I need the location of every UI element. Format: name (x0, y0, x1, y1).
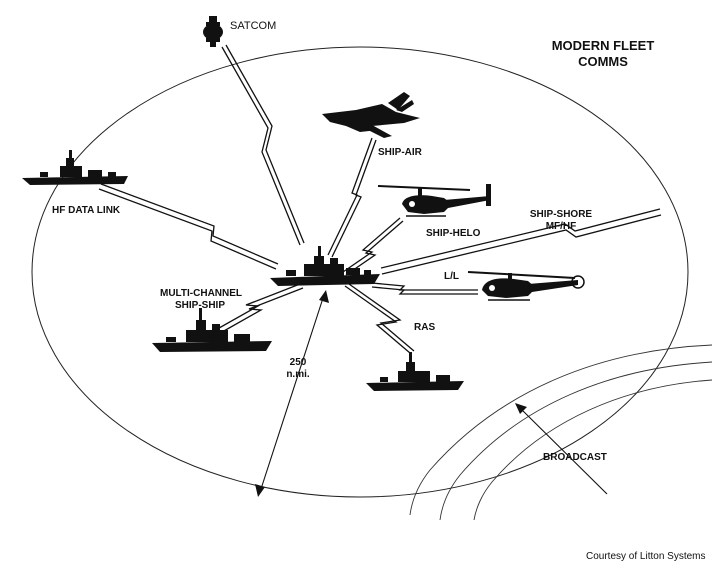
credit-text: Courtesy of Litton Systems (586, 551, 706, 562)
ras-link (344, 285, 411, 354)
ship-shore-line-1: SHIP-SHORE (529, 209, 593, 220)
warship-icon (22, 150, 128, 185)
ras-label: RAS (414, 322, 436, 333)
ship-shore-link (380, 208, 661, 269)
range-label: 250 n.mi. (278, 357, 318, 381)
broadcast-arcs (409, 344, 712, 521)
multi-channel-link (211, 283, 301, 333)
hf-data-link (100, 183, 279, 265)
multi-channel-label: MULTI-CHANNEL SHIP-SHIP (160, 288, 243, 312)
broadcast-label: BROADCAST (543, 452, 607, 463)
jet-aircraft-icon (322, 92, 420, 138)
hf-data-link-label: HF DATA LINK (52, 205, 121, 216)
ship-shore-line-2: MF/HF (545, 221, 577, 232)
broadcast-arrow (515, 403, 608, 495)
satcom-link (221, 46, 301, 246)
ship-shore-label: SHIP-SHORE MF/HF (524, 209, 598, 233)
diagram-title: MODERN FLEET COMMS (548, 38, 658, 70)
helicopter-icon (377, 184, 491, 217)
multi-channel-line-2: SHIP-SHIP (174, 300, 225, 311)
range-ellipse (31, 46, 689, 498)
ll-link (371, 282, 478, 291)
warship-icon (152, 308, 272, 352)
warship-icon (366, 352, 464, 391)
ship-helo-link (342, 217, 401, 273)
ship-air-label: SHIP-AIR (378, 147, 422, 158)
ll-label: L/L (444, 271, 459, 282)
title-line-1: MODERN FLEET (551, 38, 655, 53)
range-line-1: 250 (289, 357, 307, 368)
title-line-2: COMMS (578, 54, 628, 69)
multi-channel-line-1: MULTI-CHANNEL (160, 288, 243, 299)
warship-icon (270, 246, 380, 286)
comm-links (98, 44, 662, 354)
range-arrow (255, 290, 329, 497)
range-line-2: n.mi. (286, 369, 310, 380)
satcom-label: SATCOM (230, 20, 277, 32)
helicopter-icon (467, 271, 585, 301)
satellite-icon (203, 16, 223, 47)
ship-air-link (327, 137, 373, 256)
ship-helo-label: SHIP-HELO (426, 228, 481, 239)
